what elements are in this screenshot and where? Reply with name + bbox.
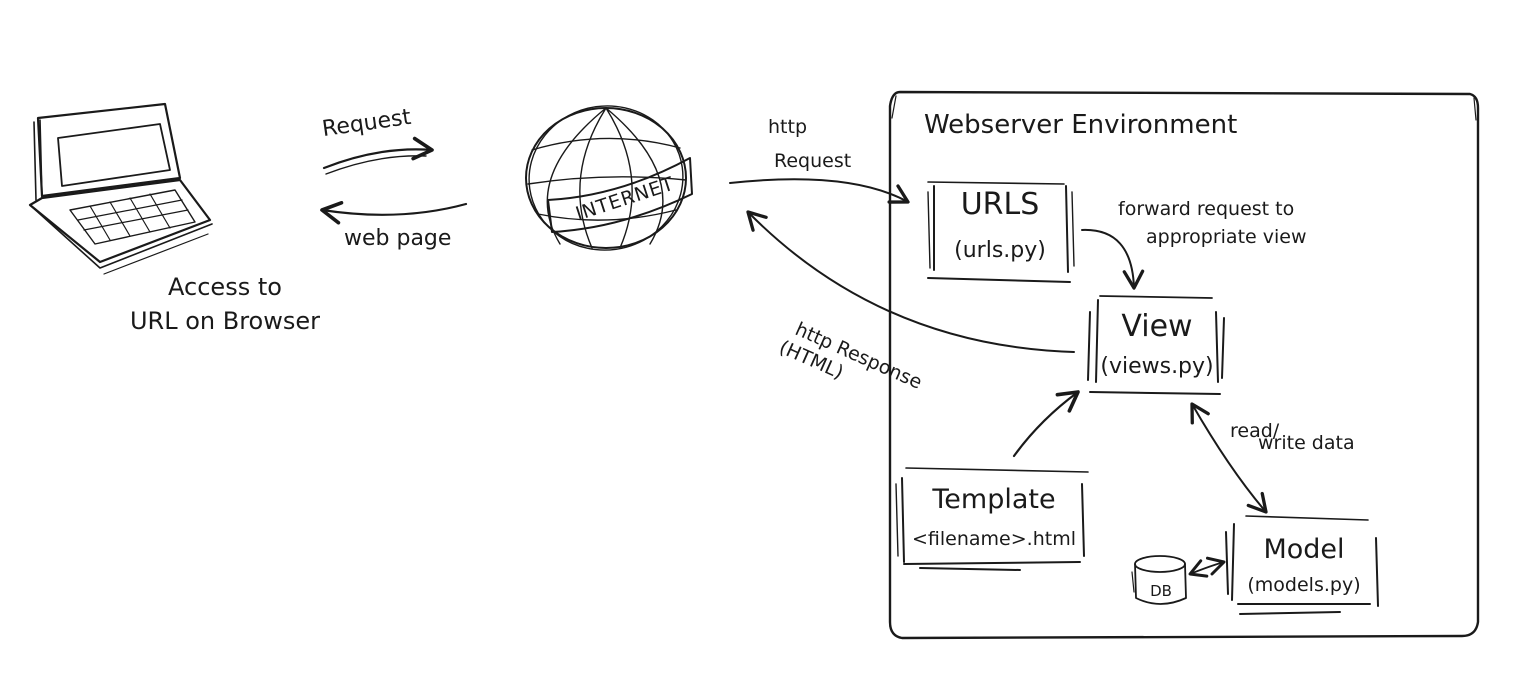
view-box [1087, 295, 1225, 395]
forward-request-arrow [1081, 228, 1145, 290]
read-write-label-line2: write data [1258, 432, 1355, 454]
template-box [895, 467, 1089, 571]
view-file: (views.py) [1100, 354, 1214, 379]
read-write-label-line1: read/ [1230, 420, 1280, 442]
forward-label-line1: forward request to [1118, 198, 1295, 220]
read-write-arrow [1190, 402, 1268, 514]
urls-title: URLS [960, 187, 1040, 222]
request-arrow [322, 136, 434, 170]
view-title: View [1121, 309, 1193, 344]
db-label: DB [1150, 582, 1172, 600]
model-title: Model [1263, 534, 1345, 565]
internet-globe-icon [525, 105, 693, 251]
laptop-icon [28, 102, 213, 275]
model-box [1225, 515, 1379, 615]
database-icon [1131, 555, 1187, 605]
browser-caption-line2: URL on Browser [129, 307, 321, 335]
urls-box [927, 181, 1075, 283]
http-request-label-line2: Request [774, 150, 852, 172]
webserver-environment-frame [888, 90, 1480, 640]
http-response-arrow [746, 210, 1075, 353]
model-file: (models.py) [1247, 574, 1361, 596]
template-file: <filename>.html [912, 528, 1076, 550]
web-page-arrow [320, 200, 468, 225]
urls-file: (urls.py) [954, 238, 1046, 263]
db-model-arrow [1188, 556, 1226, 578]
template-title: Template [932, 484, 1056, 515]
environment-title: Webserver Environment [924, 110, 1238, 140]
forward-label-line2: appropriate view [1146, 226, 1307, 248]
http-request-arrow [729, 178, 910, 204]
http-request-label-line1: http [768, 116, 808, 138]
browser-caption-line1: Access to [168, 273, 282, 301]
template-to-view-arrow [1012, 390, 1080, 458]
browser-caption: Access to URL on Browser [120, 270, 330, 338]
web-page-label: web page [344, 226, 452, 251]
